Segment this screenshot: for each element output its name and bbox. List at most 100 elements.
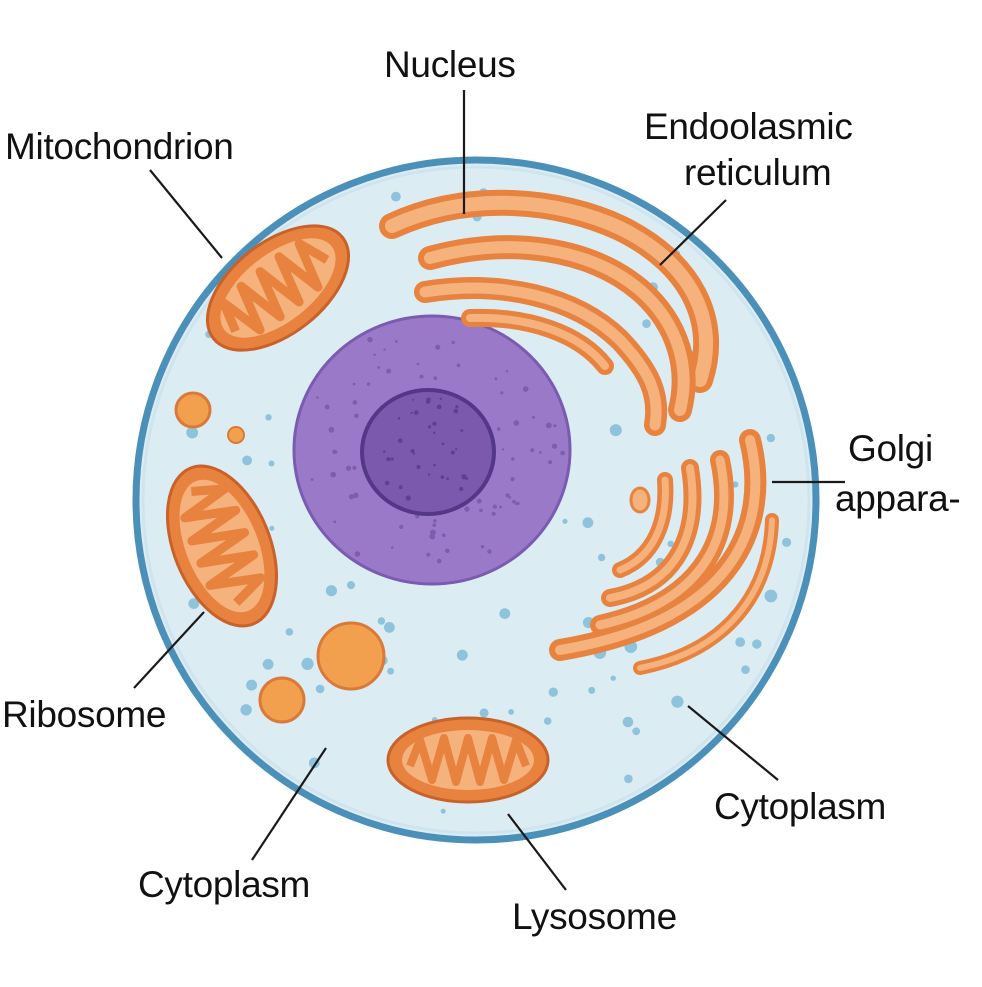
chromatin-speck (345, 465, 352, 471)
nucleolus-speck (416, 464, 421, 470)
chromatin-speck (377, 366, 381, 369)
ribosome-dot (671, 695, 684, 708)
nucleolus-speck (383, 450, 386, 453)
chromatin-speck (508, 496, 512, 499)
ribosome-dot (597, 553, 606, 562)
vesicles (174, 391, 386, 724)
label-er-line2: reticulum (684, 152, 832, 193)
chromatin-speck (394, 340, 398, 343)
nucleolus-speck (432, 421, 437, 426)
ribosome-dot (632, 727, 641, 736)
label-ribosome: Ribosome (2, 694, 167, 735)
chromatin-speck (373, 353, 376, 356)
nucleolus-speck (412, 452, 416, 455)
chromatin-speck (522, 386, 529, 392)
chromatin-speck (513, 420, 520, 426)
ribosome-dot (548, 687, 558, 697)
leader-ribosome (133, 611, 205, 689)
nucleolus-speck (386, 457, 391, 462)
chromatin-speck (505, 370, 509, 373)
ribosome-dot (240, 704, 252, 716)
chromatin-speck (367, 336, 373, 343)
chromatin-speck (548, 460, 553, 465)
leader-lines (133, 90, 845, 891)
nucleolus-speck (413, 410, 419, 415)
label-nucleus: Nucleus (384, 44, 516, 85)
nucleolus-speck (436, 404, 442, 410)
chromatin-speck (530, 448, 535, 453)
ribosome-dot (440, 808, 446, 814)
label-lysosome: Lysosome (512, 896, 677, 937)
ribosome-dot (582, 517, 594, 529)
nucleolus-speck (433, 463, 436, 467)
ribosome-dot (610, 675, 616, 681)
nucleolus-speck (426, 397, 431, 402)
chromatin-speck (516, 501, 520, 505)
ribosome-dot (377, 617, 386, 625)
mitochondrion-top (205, 224, 351, 352)
chromatin-speck (354, 551, 361, 557)
chromatin-speck (399, 524, 404, 530)
ribosome-dot (499, 608, 511, 619)
chromatin-speck (330, 471, 337, 478)
chromatin-speck (366, 382, 371, 386)
ribosome-dot (735, 637, 746, 647)
ribosome-dot (543, 717, 552, 725)
label-golgi-line2: appara- (835, 478, 961, 519)
nucleolus-speck (465, 477, 469, 480)
nucleolus-speck (397, 417, 401, 420)
leader-mitochondrion (149, 169, 223, 259)
nucleolus-speck (461, 474, 467, 480)
ribosome-dot (624, 774, 633, 784)
chromatin-speck (441, 533, 446, 538)
nucleolus-speck (412, 398, 414, 401)
chromatin-speck (316, 396, 319, 399)
ribosome-dot (562, 518, 568, 524)
chromatin-speck (354, 413, 359, 419)
chromatin-speck (352, 465, 357, 470)
chromatin-speck (432, 523, 437, 527)
chromatin-speck (539, 451, 542, 454)
chromatin-speck (494, 377, 498, 381)
chromatin-speck (429, 533, 436, 540)
ribosome-dot (242, 455, 253, 466)
chromatin-speck (352, 382, 356, 386)
ribosome-dot (269, 525, 275, 531)
ribosome-dot (285, 628, 294, 636)
ribosome-dot (622, 716, 634, 728)
chromatin-speck (435, 344, 441, 350)
ribosome-dot (325, 585, 337, 597)
nucleolus-speck (455, 448, 458, 451)
chromatin-speck (353, 492, 359, 498)
chromatin-speck (426, 552, 431, 557)
ribosome-dot (764, 589, 778, 603)
nucleolus-speck (428, 425, 432, 429)
chromatin-speck (492, 504, 497, 509)
ribosome-dot (186, 426, 199, 439)
leader-cytoplasm-right (687, 705, 779, 781)
nucleolus-speck (459, 486, 464, 492)
ribosome-dot (262, 658, 274, 670)
chromatin-speck (500, 391, 504, 395)
nucleolus-speck (398, 485, 403, 490)
chromatin-speck (433, 376, 438, 381)
nucleolus (360, 388, 496, 516)
chromatin-speck (436, 558, 442, 564)
nucleolus-speck (453, 408, 459, 414)
chromatin-speck (487, 549, 492, 554)
chromatin-speck (505, 493, 510, 498)
chromatin-speck (383, 348, 386, 351)
nucleolus-speck (410, 449, 415, 453)
nucleolus-speck (450, 450, 455, 455)
chromatin-speck (416, 362, 420, 366)
ribosome-dot (766, 433, 775, 443)
ribosome-dot (642, 319, 651, 329)
chromatin-speck (456, 363, 461, 368)
chromatin-speck (328, 426, 335, 433)
ribosome-dot (391, 191, 401, 202)
ribosome-dot (268, 460, 275, 467)
nucleolus-speck (460, 429, 464, 432)
golgi-apparatus (549, 429, 779, 675)
